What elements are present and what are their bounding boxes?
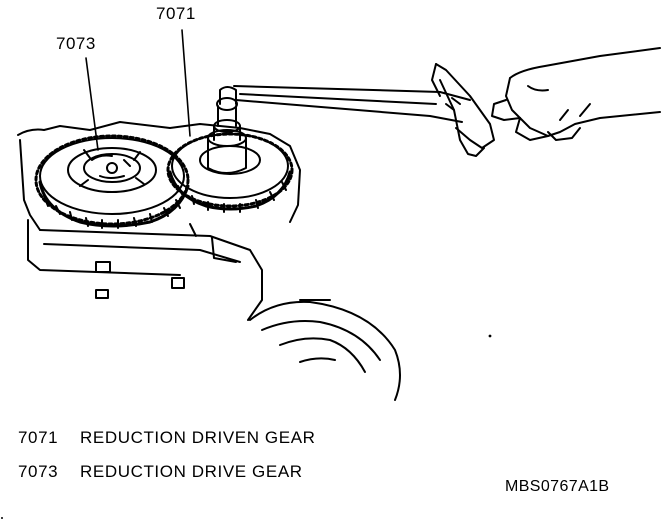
speck [488,334,492,338]
torque-wrench [233,63,495,157]
callout-7073: 7073 [56,34,96,53]
legend-description: REDUCTION DRIVEN GEAR [80,428,316,447]
reduction-driven-gear [166,132,294,213]
figure-code: MBS0767A1B [505,478,610,495]
socket [207,86,247,174]
leader-line-7071 [181,29,191,137]
legend-row: 7071 REDUCTION DRIVEN GEAR [18,428,316,448]
legend-number: 7073 [18,462,59,481]
legend-row: 7073 REDUCTION DRIVE GEAR [18,462,303,482]
legend-number: 7071 [18,428,59,447]
transmission-case [17,121,401,401]
hand [491,47,661,141]
speck [1,517,3,519]
reduction-drive-gear [34,134,190,229]
legend-description: REDUCTION DRIVE GEAR [80,462,303,481]
leader-line-7073 [85,57,99,151]
callout-7071: 7071 [156,4,196,23]
